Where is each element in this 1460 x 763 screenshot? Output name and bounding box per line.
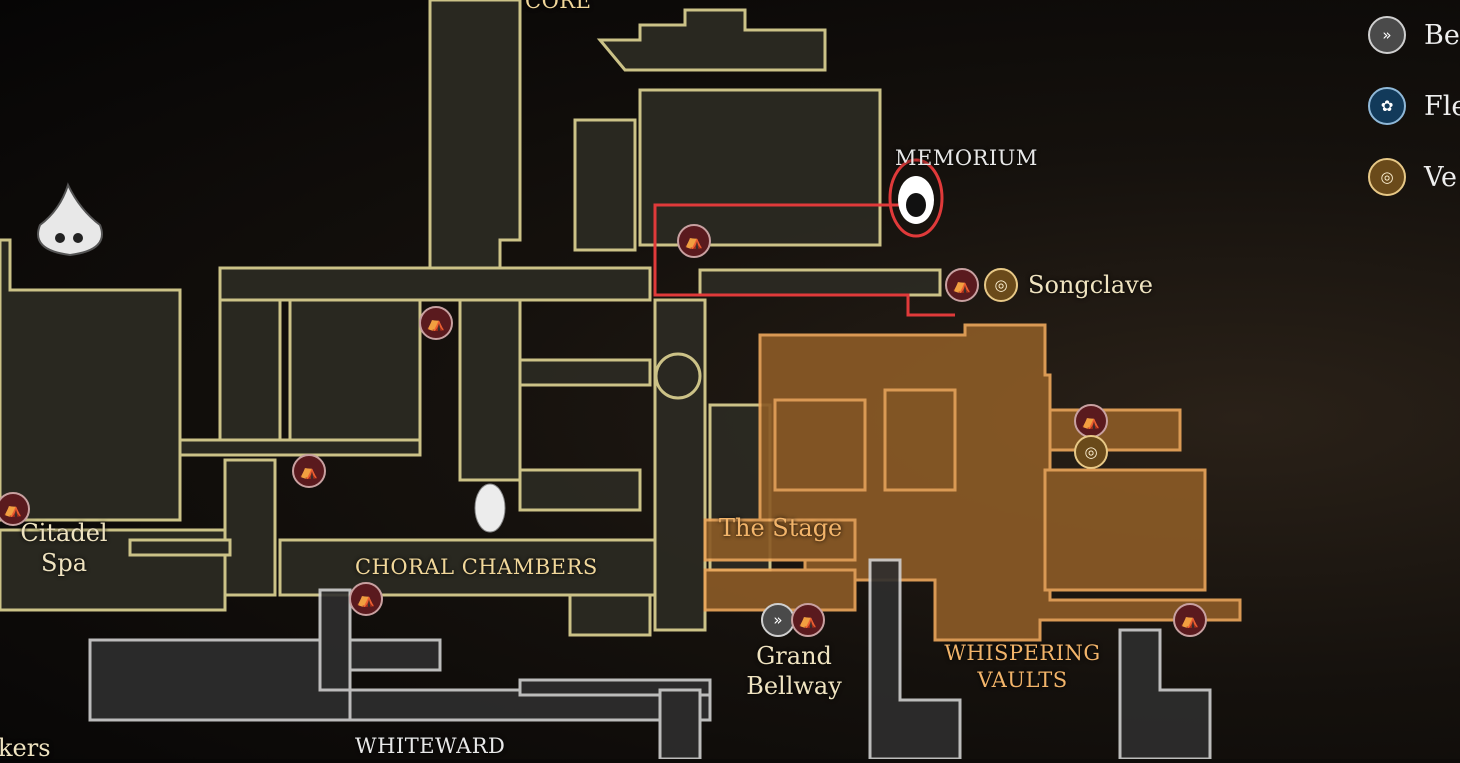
area-label-grand-bellway: Grand Bellway [740,641,848,701]
bench-icon[interactable]: ⛺ [791,603,825,637]
vendor-icon: ◎ [1368,158,1406,196]
player-marker-icon [898,176,934,224]
area-label-line: WHISPERING [944,641,1101,665]
area-label-the-stage: The Stage [719,514,843,542]
legend-item-bellway[interactable]: » Bel [1368,16,1460,54]
whiteward-rooms [88,558,1212,759]
area-label-songclave: Songclave [1028,271,1153,299]
route-line [653,203,955,317]
legend-label: Fle [1424,90,1460,122]
bench-icon[interactable]: ⛺ [945,268,979,302]
vendor-icon[interactable]: ◎ [1074,435,1108,469]
legend-label: Ve [1424,161,1457,193]
area-label-partial: kers [0,734,51,762]
flea-caravan-marker-icon [37,182,103,257]
legend-item-flea[interactable]: ✿ Fle [1368,87,1460,125]
area-label-line: Citadel [20,519,108,547]
bench-icon[interactable]: ⛺ [1173,603,1207,637]
whispering-vaults-rooms [703,323,1242,642]
vendor-icon[interactable]: ◎ [984,268,1018,302]
bench-icon[interactable]: ⛺ [349,582,383,616]
area-label-whispering-vaults: WHISPERING VAULTS [940,640,1105,694]
area-label-line: Spa [40,549,88,577]
bench-icon[interactable]: ⛺ [292,454,326,488]
flea-icon: ✿ [1368,87,1406,125]
player-marker-highlight [888,158,944,238]
bench-icon[interactable]: ⛺ [1074,404,1108,438]
area-label-choral-chambers: CHORAL CHAMBERS [355,555,598,579]
bench-icon[interactable]: ⛺ [0,492,30,526]
bench-icon[interactable]: ⛺ [677,224,711,258]
legend-item-vendor[interactable]: ◎ Ve [1368,158,1457,196]
cocoon-marker-icon [474,483,506,533]
bench-icon[interactable]: ⛺ [419,306,453,340]
area-label-line: Grand [756,642,832,670]
legend-label: Bel [1424,19,1460,51]
area-label-line: VAULTS [977,668,1068,692]
bellway-icon: » [1368,16,1406,54]
area-label-whiteward: WHITEWARD [355,734,506,758]
area-label-memorium: MEMORIUM [895,146,1038,170]
area-label-citadel-spa: Citadel Spa [18,518,110,578]
area-label-core: CORE [525,0,592,13]
area-label-line: Bellway [746,672,842,700]
bellway-icon[interactable]: » [761,603,795,637]
